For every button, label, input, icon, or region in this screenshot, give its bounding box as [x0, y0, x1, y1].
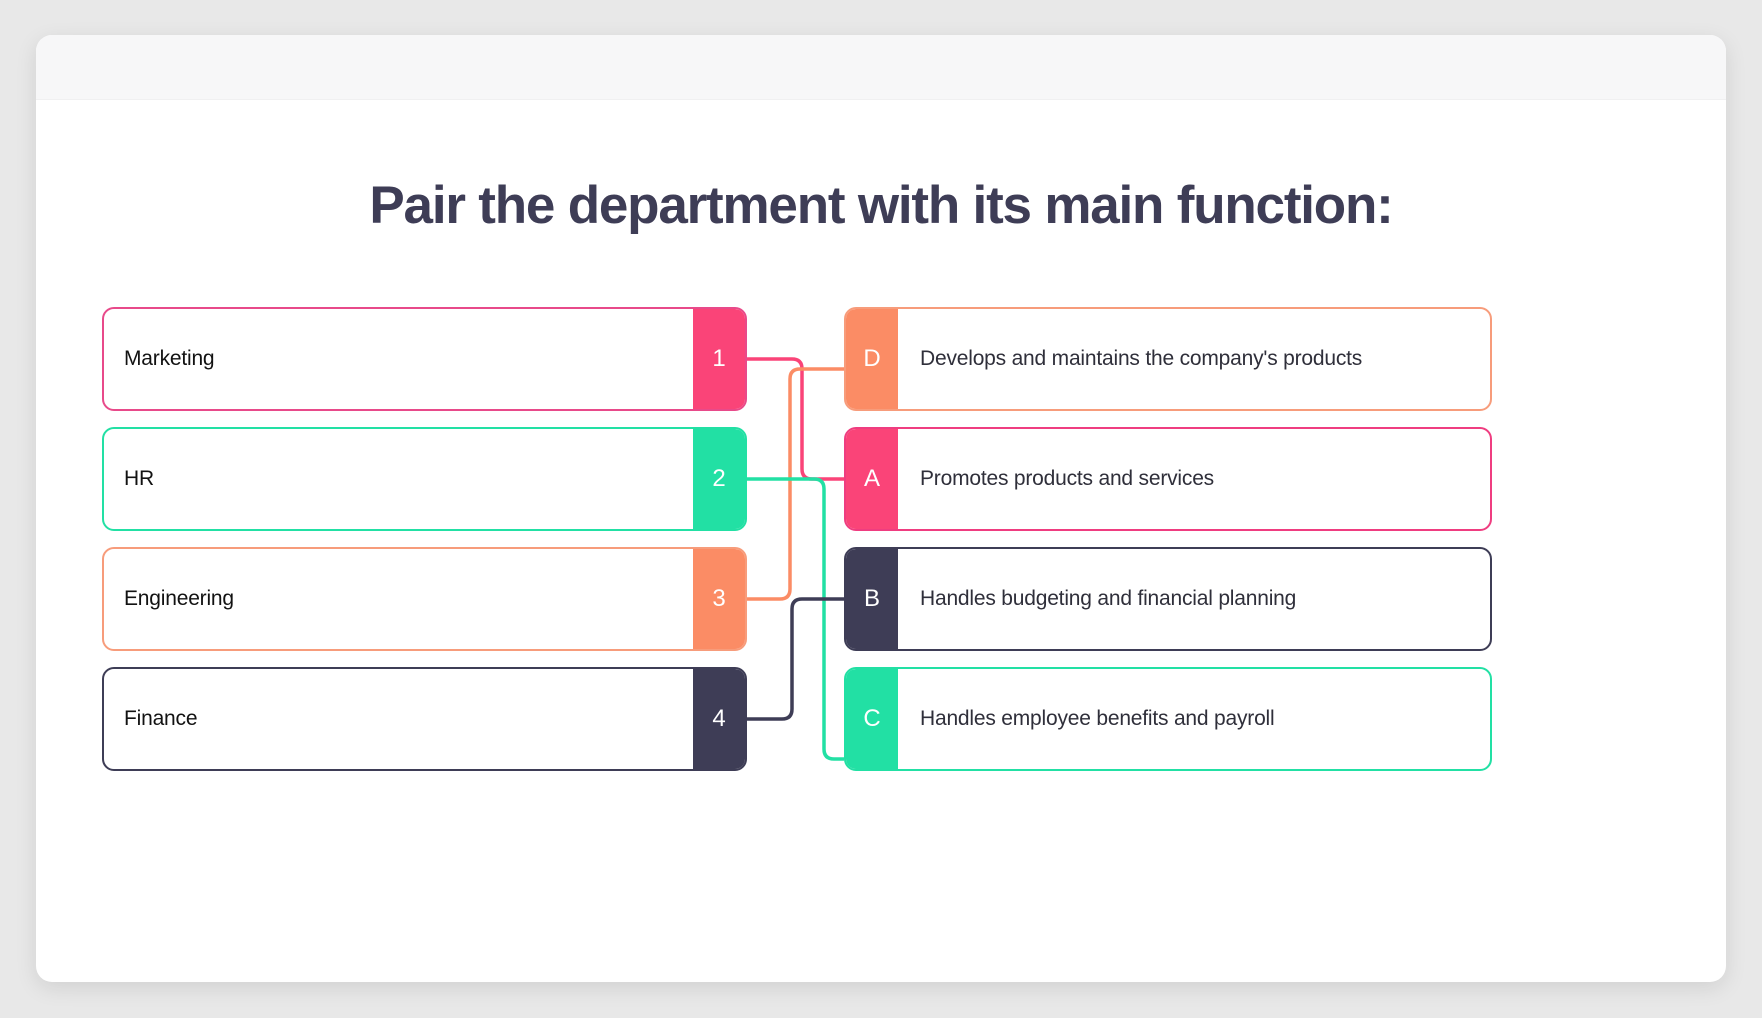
answer-card-a[interactable]: A Promotes products and services [844, 427, 1492, 531]
answer-badge-c[interactable]: C [846, 669, 898, 769]
matching-board: Marketing 1 HR 2 Engineering 3 Finance 4 [102, 307, 1662, 807]
answer-label: Promotes products and services [920, 467, 1214, 490]
answer-card-d[interactable]: D Develops and maintains the company's p… [844, 307, 1492, 411]
answer-card-b[interactable]: B Handles budgeting and financial planni… [844, 547, 1492, 651]
answer-badge-d[interactable]: D [846, 309, 898, 409]
answer-column: D Develops and maintains the company's p… [844, 307, 1492, 771]
prompt-label: Finance [124, 707, 198, 730]
prompt-badge-3[interactable]: 3 [693, 549, 745, 649]
prompt-label: HR [124, 467, 154, 490]
answer-badge-b[interactable]: B [846, 549, 898, 649]
connector-line-4-to-B [747, 597, 844, 721]
connector-line-1-to-A [747, 357, 844, 481]
window-header-bar [36, 35, 1726, 100]
prompt-card-hr[interactable]: HR 2 [102, 427, 747, 531]
connector-line-3-to-D [747, 367, 844, 601]
prompt-card-finance[interactable]: Finance 4 [102, 667, 747, 771]
prompt-badge-2[interactable]: 2 [693, 429, 745, 529]
answer-badge-a[interactable]: A [846, 429, 898, 529]
prompt-label: Marketing [124, 347, 215, 370]
prompt-card-marketing[interactable]: Marketing 1 [102, 307, 747, 411]
prompt-column: Marketing 1 HR 2 Engineering 3 Finance 4 [102, 307, 747, 771]
prompt-badge-4[interactable]: 4 [693, 669, 745, 769]
window-card: Pair the department with its main functi… [36, 35, 1726, 982]
page-title: Pair the department with its main functi… [369, 176, 1393, 235]
prompt-card-engineering[interactable]: Engineering 3 [102, 547, 747, 651]
answer-label: Develops and maintains the company's pro… [920, 347, 1363, 370]
prompt-badge-1[interactable]: 1 [693, 309, 745, 409]
answer-card-c[interactable]: C Handles employee benefits and payroll [844, 667, 1492, 771]
answer-label: Handles budgeting and financial planning [920, 587, 1297, 610]
answer-label: Handles employee benefits and payroll [920, 707, 1275, 730]
connector-line-2-to-C [747, 477, 844, 761]
prompt-label: Engineering [124, 587, 234, 610]
